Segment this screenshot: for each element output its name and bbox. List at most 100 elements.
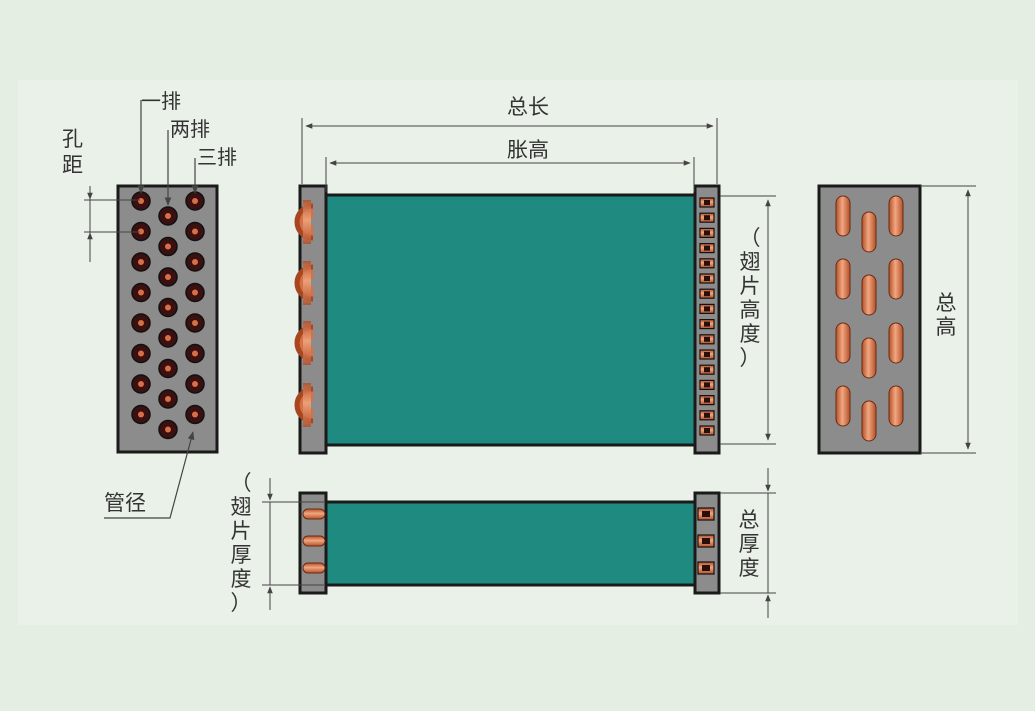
tube-core xyxy=(192,259,198,265)
tube-core xyxy=(138,289,144,296)
tube-core xyxy=(192,320,198,326)
label-char: 高 xyxy=(740,298,761,322)
u-bend-pipe xyxy=(888,385,904,427)
total-thickness-label: 总厚度 xyxy=(739,508,760,580)
u-bend-pipe xyxy=(861,274,877,316)
tube-diameter-label: 管径 xyxy=(104,491,146,515)
tube-core xyxy=(192,411,198,418)
tube-stub-hole xyxy=(704,215,710,221)
label-char: 度 xyxy=(740,322,761,346)
tube-core xyxy=(165,243,171,250)
u-bend-shadow xyxy=(303,321,311,365)
u-bend-pattern xyxy=(835,195,904,442)
fin-height-dimension: （翅片高度） xyxy=(720,195,776,445)
u-bend-pipe xyxy=(861,211,877,253)
tube-core xyxy=(192,228,198,235)
u-bend-shadow xyxy=(303,383,311,427)
u-bend-pipe xyxy=(835,258,851,300)
tube-stubs-right xyxy=(699,197,715,436)
u-bend-pipe xyxy=(888,258,904,300)
tube-stub-hole xyxy=(704,200,710,205)
tube-core xyxy=(192,381,198,387)
tube-stub-hole xyxy=(704,321,710,327)
tube-end-hole xyxy=(702,538,710,544)
fin-thickness-dimension: （翅片厚度） xyxy=(231,471,324,615)
label-char: ） xyxy=(231,591,252,615)
hole-grid xyxy=(131,191,205,440)
tube-core xyxy=(138,350,144,357)
total-length-dimension: 总长 xyxy=(301,95,718,184)
u-bend-pipe xyxy=(888,322,904,364)
tube-core xyxy=(165,274,171,280)
expanded-height-label: 胀高 xyxy=(507,138,549,162)
tube-end-left xyxy=(302,535,326,547)
label-char: 度 xyxy=(739,556,760,580)
tube-core xyxy=(192,350,198,357)
total-height-dimension: 总高 xyxy=(920,185,976,454)
tube-stub-hole xyxy=(704,276,710,281)
fin-block xyxy=(323,193,698,447)
hole-pitch-label-1: 孔 xyxy=(62,127,83,151)
total-height-label: 总高 xyxy=(936,291,957,339)
tube-stub-hole xyxy=(704,291,710,297)
top-view xyxy=(298,491,721,595)
u-bend-pipe xyxy=(888,195,904,237)
tube-stub-hole xyxy=(704,260,710,266)
tube-core xyxy=(165,304,171,311)
total-length-label: 总长 xyxy=(507,95,549,119)
tube-diameter-leader: 管径 xyxy=(104,431,195,519)
left-end-view xyxy=(116,184,219,454)
label-char: 片 xyxy=(231,519,252,543)
tube-stub-hole xyxy=(704,428,710,433)
tube-core xyxy=(138,320,144,326)
tube-core xyxy=(165,213,171,219)
u-bend-pipe xyxy=(835,195,851,237)
fin-thickness-label: （翅片厚度） xyxy=(231,471,252,615)
tube-core xyxy=(165,335,171,341)
label-char: 翅 xyxy=(740,250,761,274)
u-bend-pipe xyxy=(835,385,851,427)
label-char: 度 xyxy=(231,567,252,591)
label-char: 片 xyxy=(740,274,761,298)
label-char: 翅 xyxy=(231,495,252,519)
tube-stub-hole xyxy=(704,412,710,418)
label-char: 总 xyxy=(739,508,760,532)
u-bend-pipe xyxy=(861,400,877,442)
u-bend-pipe xyxy=(835,322,851,364)
tube-ends-top xyxy=(302,507,715,575)
fin-height-label: （翅片高度） xyxy=(740,226,761,370)
tube-stub-hole xyxy=(704,230,710,236)
tube-core xyxy=(192,198,198,204)
tube-stub-hole xyxy=(704,245,710,251)
label-char: （ xyxy=(231,471,252,495)
row-three-label: 三排 xyxy=(197,145,237,169)
tube-core xyxy=(165,426,171,433)
u-bend-shadow xyxy=(303,200,311,244)
tube-stub-hole xyxy=(704,382,710,388)
tube-core xyxy=(138,381,144,387)
fin-block-top xyxy=(323,500,698,587)
tube-stub-hole xyxy=(704,352,710,357)
tube-core xyxy=(192,289,198,296)
expanded-height-dimension: 胀高 xyxy=(325,138,695,192)
row-leaders: 一排 两排 三排 xyxy=(137,89,237,206)
tube-end-hole xyxy=(702,511,710,517)
row-two-label: 两排 xyxy=(170,117,210,141)
label-char: ） xyxy=(740,346,761,370)
label-char: 总 xyxy=(936,291,957,315)
tube-core xyxy=(165,396,171,402)
u-bend-pipe xyxy=(861,337,877,379)
tube-end-hole xyxy=(702,565,710,571)
label-char: 厚 xyxy=(739,532,760,556)
tube-core xyxy=(165,365,171,372)
tube-stub-hole xyxy=(704,397,710,403)
hole-pitch-dimension: 孔 距 xyxy=(62,127,140,262)
tube-stub-hole xyxy=(704,367,710,373)
tube-core xyxy=(138,411,144,418)
tube-end-left xyxy=(302,562,326,574)
hole-pitch-label-2: 距 xyxy=(62,153,83,177)
tube-stub-hole xyxy=(704,336,710,342)
row-one-label: 一排 xyxy=(141,89,181,113)
label-char: 高 xyxy=(936,315,957,339)
